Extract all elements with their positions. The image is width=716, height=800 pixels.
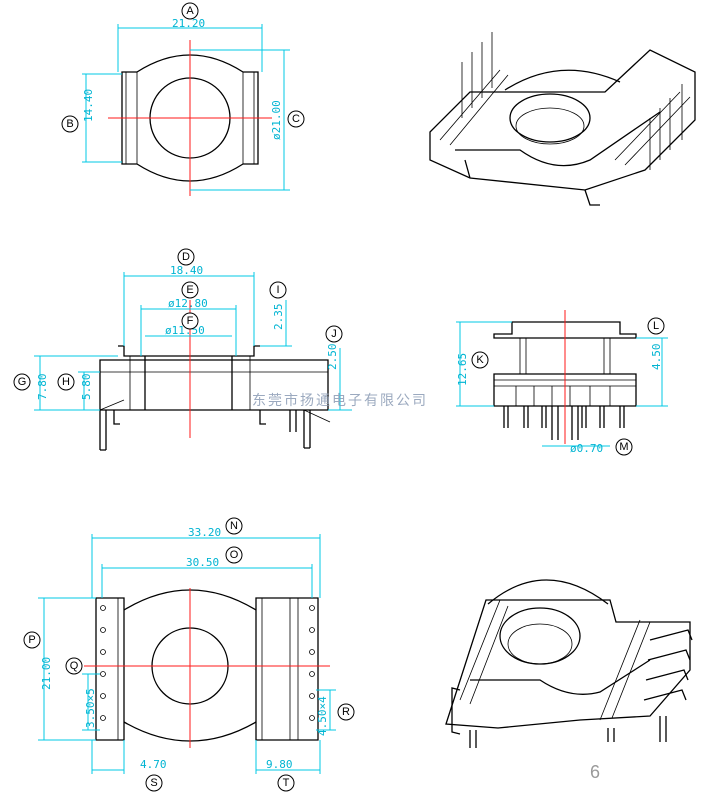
front-view: 12.65 4.50 ø0.70 K L M — [456, 310, 668, 456]
svg-text:M: M — [619, 441, 628, 453]
dim-q-value: 3.50×5 — [84, 688, 97, 728]
label-m: M — [615, 438, 633, 456]
svg-text:B: B — [66, 118, 73, 130]
dim-d-value: 18.40 — [170, 264, 203, 277]
svg-text:K: K — [476, 354, 484, 366]
label-o: O — [225, 546, 243, 564]
label-i: I — [269, 281, 287, 299]
label-g: G — [13, 373, 31, 391]
label-b: B — [61, 115, 79, 133]
svg-text:S: S — [150, 777, 157, 789]
dim-a-value: 21.20 — [172, 17, 205, 30]
label-e: E — [181, 281, 199, 299]
svg-text:E: E — [186, 284, 193, 296]
svg-text:H: H — [62, 376, 70, 388]
svg-text:Q: Q — [70, 660, 79, 672]
isometric-view-bottom — [445, 579, 693, 748]
dim-b-value: 14.40 — [82, 89, 95, 122]
dim-r-value: 4.50×4 — [316, 696, 329, 736]
svg-text:I: I — [276, 284, 279, 296]
dim-c-value: ø21.00 — [270, 100, 283, 140]
dim-h-value: 5.80 — [80, 374, 93, 401]
svg-text:D: D — [182, 251, 190, 263]
bottom-view: 33.20 30.50 21.00 3.50×5 4.50×4 4.70 9.8… — [23, 517, 355, 792]
svg-text:L: L — [653, 320, 659, 332]
svg-text:C: C — [292, 113, 300, 125]
label-l: L — [647, 317, 665, 335]
dim-l-value: 4.50 — [650, 344, 663, 371]
label-h: H — [57, 373, 75, 391]
svg-text:N: N — [230, 520, 238, 532]
dim-e-value: ø12.80 — [168, 297, 208, 310]
svg-text:J: J — [331, 328, 337, 340]
isometric-view-top — [429, 32, 696, 206]
label-c: C — [287, 110, 305, 128]
label-s: S — [145, 774, 163, 792]
label-r: R — [337, 703, 355, 721]
label-k: K — [471, 351, 489, 369]
label-a: A — [181, 2, 199, 20]
label-p: P — [23, 631, 41, 649]
page-number: 6 — [590, 762, 600, 782]
label-j: J — [325, 325, 343, 343]
svg-text:G: G — [18, 376, 27, 388]
label-n: N — [225, 517, 243, 535]
dim-j-value: 2.50 — [326, 344, 339, 371]
side-view: 18.40 ø12.80 ø11.50 2.35 2.50 7.80 5.80 … — [13, 248, 352, 451]
label-d: D — [177, 248, 195, 266]
svg-text:A: A — [186, 5, 194, 17]
label-q: Q — [65, 657, 83, 675]
dim-p-value: 21.00 — [40, 657, 53, 690]
svg-text:O: O — [230, 549, 239, 561]
dim-k-value: 12.65 — [456, 353, 469, 386]
svg-text:F: F — [187, 315, 194, 327]
svg-text:P: P — [28, 634, 35, 646]
svg-text:R: R — [342, 706, 350, 718]
label-f: F — [181, 312, 199, 330]
dim-s-value: 4.70 — [140, 758, 167, 771]
dim-m-value: ø0.70 — [570, 442, 603, 455]
svg-text:T: T — [283, 777, 290, 789]
top-view: 21.20 14.40 ø21.00 A B C — [61, 2, 305, 196]
dim-t-value: 9.80 — [266, 758, 293, 771]
label-t: T — [277, 774, 295, 792]
dim-g-value: 7.80 — [36, 374, 49, 401]
dim-i-value: 2.35 — [272, 304, 285, 331]
dim-n-value: 33.20 — [188, 526, 221, 539]
dim-o-value: 30.50 — [186, 556, 219, 569]
watermark: 东莞市扬通电子有限公司 — [252, 392, 428, 409]
